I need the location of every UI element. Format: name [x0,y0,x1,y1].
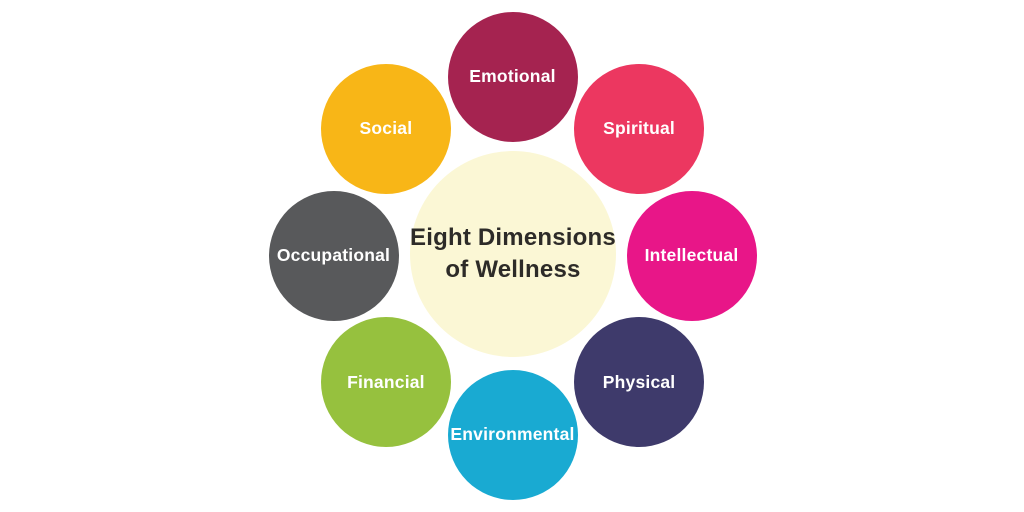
dimension-circle-intellectual: Intellectual [626,190,757,321]
dimension-label: Spiritual [603,118,675,139]
diagram-title-line2: of Wellness [445,256,581,283]
dimension-label: Emotional [469,66,556,86]
dimension-circle-environmental: Environmental [447,369,578,500]
dimension-circle-physical: Physical [574,317,705,448]
dimension-circle-emotional: Emotional [447,11,578,142]
dimension-label: Environmental [450,424,575,444]
dimension-label: Social [359,118,413,139]
dimension-label: Intellectual [644,245,739,265]
dimension-label: Physical [602,371,676,392]
dimension-label: Occupational [276,245,391,265]
diagram-title-line1: Eight Dimensions [410,224,616,252]
dimension-circle-social: Social [320,63,451,194]
dimension-circle-financial: Financial [320,317,451,448]
dimension-circle-spiritual: Spiritual [574,63,705,194]
dimension-circle-occupational: Occupational [268,190,399,321]
center-circle: Eight Dimensions of Wellness [410,151,616,357]
dimension-label: Financial [347,371,425,392]
